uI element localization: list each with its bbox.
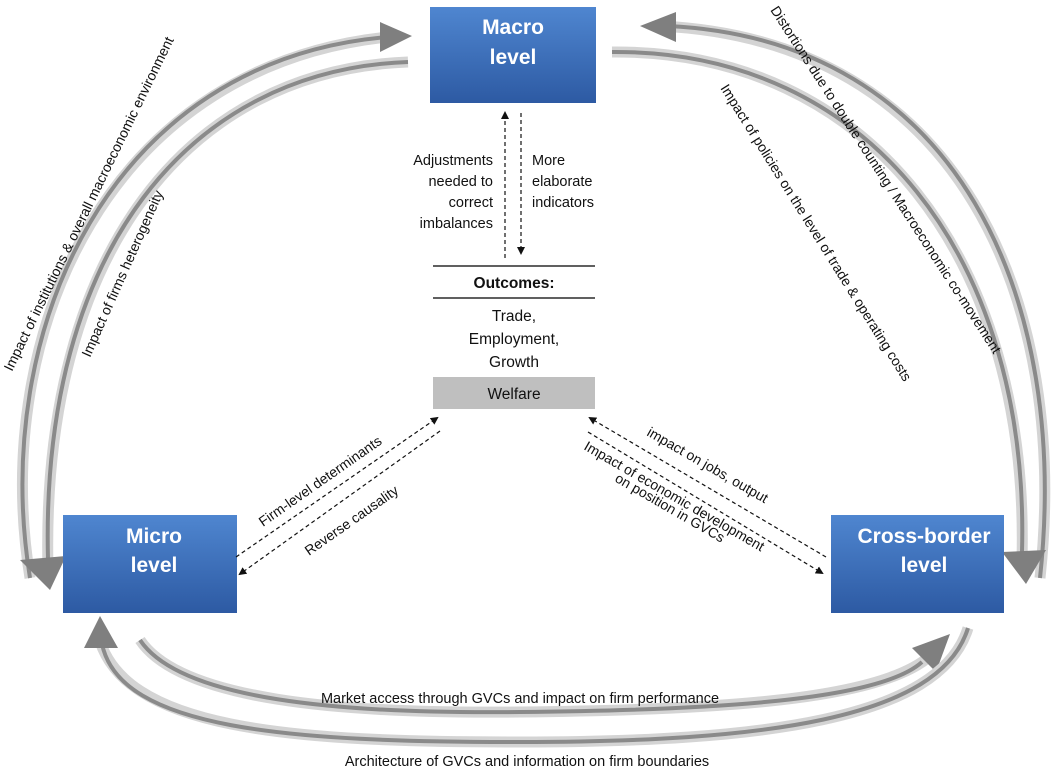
macro-level-label-1: Macro [482, 16, 544, 39]
distortions-label: Distortions due to double counting / Mac… [767, 3, 1004, 356]
dashed-arrow-econ-dev [587, 431, 824, 575]
cross-border-level-label-2: level [901, 554, 948, 577]
adjustments-line-4: imbalances [420, 216, 493, 232]
micro-level-label-2: level [131, 554, 178, 577]
econ-dev-label-1: Impact of economic development [582, 438, 768, 555]
architecture-label: Architecture of GVCs and information on … [345, 754, 709, 770]
policies-label: Impact of policies on the level of trade… [717, 81, 915, 384]
more-elaborate-line-2: elaborate [532, 174, 592, 190]
outcome-item-employment: Employment, [469, 331, 559, 348]
more-elaborate-label: More elaborate indicators [532, 153, 594, 211]
arrow-heterogeneity [20, 56, 409, 590]
outcome-item-growth: Growth [489, 354, 539, 371]
micro-level-box: Micro level [63, 515, 237, 613]
welfare-label: Welfare [487, 386, 540, 403]
more-elaborate-line-1: More [532, 153, 565, 169]
cross-border-level-box: Cross-border level [831, 515, 1004, 613]
dashed-arrow-firm-level [235, 416, 439, 558]
arrow-architecture [84, 616, 974, 748]
micro-level-label-1: Micro [126, 525, 182, 548]
adjustments-line-3: correct [449, 195, 493, 211]
adjustments-line-1: Adjustments [413, 153, 493, 169]
arrow-market-access [135, 634, 950, 718]
market-access-label: Market access through GVCs and impact on… [321, 691, 719, 707]
adjustments-label: Adjustments needed to correct imbalances [413, 153, 493, 232]
reverse-causality-label: Reverse causality [302, 482, 402, 558]
adjustments-line-2: needed to [428, 174, 493, 190]
arrow-institutions [17, 22, 412, 579]
macro-level-label-2: level [490, 46, 537, 69]
cross-border-level-label-1: Cross-border [857, 525, 990, 548]
more-elaborate-line-3: indicators [532, 195, 594, 211]
arrow-distortions [640, 12, 1051, 579]
outcome-item-trade: Trade, [492, 308, 536, 325]
dashed-arrow-jobs-output [588, 416, 827, 558]
arrow-policies [611, 46, 1046, 584]
outcomes-heading: Outcomes: [474, 275, 555, 292]
dashed-arrow-reverse [238, 430, 441, 576]
macro-level-box: Macro level [430, 7, 596, 103]
outcomes-block: Outcomes: Trade, Employment, Growth Welf… [433, 265, 595, 409]
